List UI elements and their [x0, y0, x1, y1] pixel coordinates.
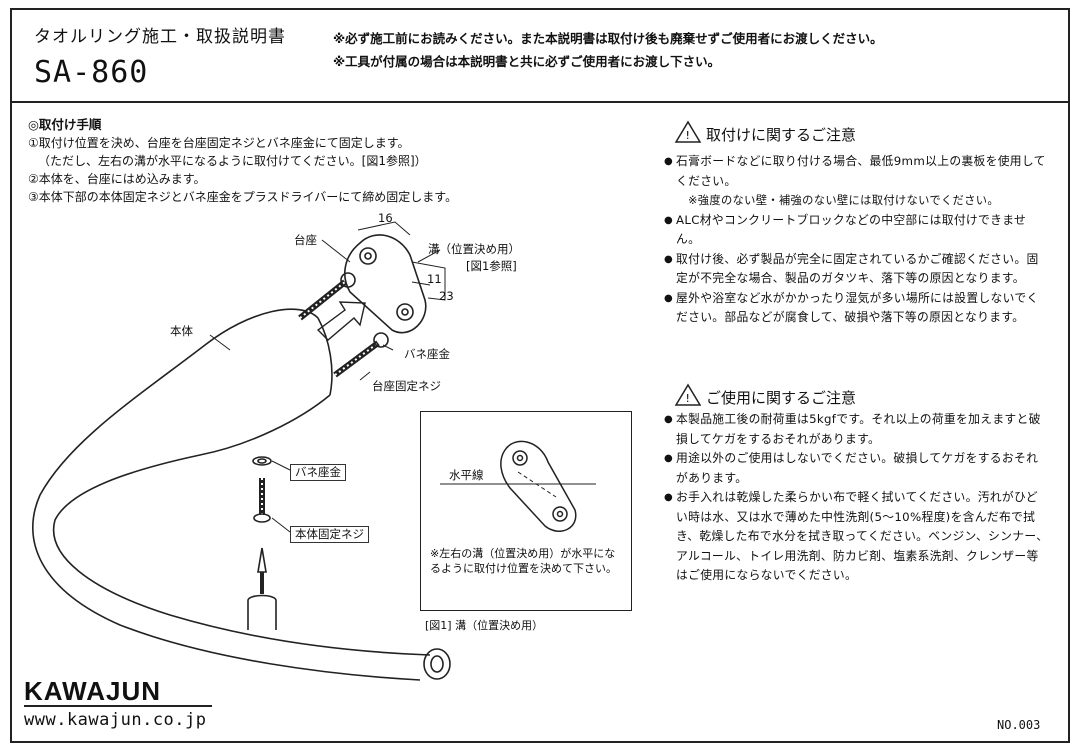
- step-1-note: （ただし、左右の溝が水平になるように取付けてください。[図1参照]）: [38, 154, 427, 168]
- dim-23: 23: [439, 289, 454, 303]
- warning-line-1: ※必ず施工前にお読みください。また本説明書は取付け後も廃棄せずご使用者にお渡しく…: [333, 31, 883, 46]
- use-caution-item: お手入れは乾燥した柔らかい布で軽く拭いてください。汚れがひどい時は水、又は水で薄…: [664, 488, 1049, 586]
- body-fixing-screw: [253, 478, 271, 523]
- figure1-note: ※左右の溝（位置決め用）が水平になるように取付け位置を決めて下さい。: [430, 547, 617, 575]
- label-spring-washer-top: バネ座金: [404, 347, 450, 361]
- ring-body-end: [317, 317, 333, 396]
- ring-body-outline: [32, 308, 421, 681]
- insert-arrow: [316, 301, 366, 341]
- label-horizontal-line: 水平線: [449, 468, 484, 482]
- caution-triangle-use: !: [674, 383, 702, 406]
- ring-tip: [423, 648, 451, 680]
- document-title: タオルリング施工・取扱説明書: [34, 27, 286, 47]
- install-caution-item: 取付け後、必ず製品が完全に固定されているかご確認ください。固定が不完全な場合、製…: [664, 250, 1049, 289]
- use-caution-item: 本製品施工後の耐荷重は5kgfです。それ以上の荷重を加えますと破損してケガをする…: [664, 410, 1049, 449]
- dim-11: 11: [427, 272, 442, 286]
- label-spring-washer-bottom: バネ座金: [290, 464, 346, 481]
- model-number: SA-860: [34, 55, 149, 90]
- label-body: 本体: [170, 324, 193, 338]
- document-number: NO.003: [997, 718, 1041, 732]
- install-caution-item: 石膏ボードなどに取り付ける場合、最低9mm以上の裏板を使用してください。: [664, 152, 1049, 191]
- website-url: www.kawajun.co.jp: [24, 710, 207, 730]
- screwdriver-icon: [247, 547, 277, 630]
- use-caution-title: ご使用に関するご注意: [706, 389, 857, 407]
- label-base-screw: 台座固定ネジ: [372, 379, 441, 393]
- ring-body-inner: [52, 394, 431, 656]
- steps-heading: ◎取付け手順: [28, 117, 102, 132]
- warning-line-2: ※工具が付属の場合は本説明書と共に必ずご使用者にお渡し下さい。: [333, 54, 721, 69]
- base-screw-bottom: [333, 332, 389, 378]
- header-divider: [10, 101, 1070, 103]
- install-caution-item: ALC材やコンクリートブロックなどの中空部には取付けできません。: [664, 211, 1049, 250]
- figure1-drawing: [440, 440, 596, 532]
- body-spring-washer: [252, 456, 272, 466]
- install-caution-title: 取付けに関するご注意: [706, 126, 857, 144]
- caution-triangle-install: !: [674, 120, 702, 143]
- use-caution-item: 用途以外のご使用はしないでください。破損してケガをするおそれがあります。: [664, 449, 1049, 488]
- brand-logo: KAWAJUN: [24, 676, 162, 706]
- label-fig-ref: [図1参照]: [466, 259, 517, 273]
- figure1-box: [420, 411, 632, 611]
- base-screw-top: [298, 272, 356, 321]
- use-caution-list: 本製品施工後の耐荷重は5kgfです。それ以上の荷重を加えますと破損してケガをする…: [664, 410, 1049, 586]
- figure1-caption: [図1] 溝（位置決め用）: [425, 619, 544, 632]
- label-body-screw: 本体固定ネジ: [290, 526, 369, 543]
- brand-underline: [24, 705, 212, 707]
- label-groove: 溝（位置決め用）: [428, 242, 520, 256]
- step-3: ③本体下部の本体固定ネジとバネ座金をプラスドライバーにて締め固定します。: [28, 190, 458, 204]
- step-1: ①取付け位置を決め、台座を台座固定ネジとバネ座金にて固定します。: [28, 136, 410, 150]
- install-caution-subnote: ※強度のない壁・補強のない壁には取付けないでください。: [688, 194, 999, 207]
- svg-text:!: !: [686, 129, 690, 142]
- install-caution-item: 屋外や浴室など水がかかったり湿気が多い場所には設置しないでください。部品などが腐…: [664, 289, 1049, 328]
- dim-16: 16: [378, 211, 393, 225]
- label-base: 台座: [294, 233, 317, 247]
- installation-steps: ◎取付け手順 ①取付け位置を決め、台座を台座固定ネジとバネ座金にて固定します。 …: [28, 116, 457, 206]
- svg-text:!: !: [686, 392, 690, 405]
- base-piece: [344, 234, 427, 334]
- step-2: ②本体を、台座にはめ込みます。: [28, 172, 206, 186]
- install-caution-list: 石膏ボードなどに取り付ける場合、最低9mm以上の裏板を使用してください。 ※強度…: [664, 152, 1049, 328]
- document-frame: [10, 8, 1070, 743]
